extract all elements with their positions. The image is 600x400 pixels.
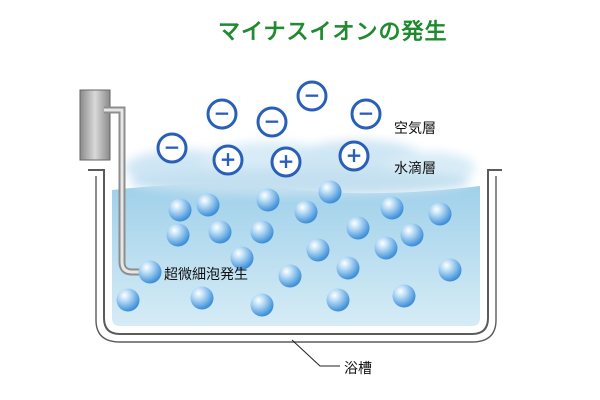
minus-ion: − (350, 98, 382, 130)
plus-ion-symbol: + (278, 149, 295, 173)
minus-ion-symbol: − (214, 101, 231, 125)
bubble (380, 196, 404, 220)
micro-bubble-label: 超微細泡発生 (164, 267, 248, 283)
bubble (346, 216, 370, 240)
water-drop-layer-label: 水滴層 (394, 161, 436, 177)
bubble (138, 260, 162, 284)
bathtub-label: 浴槽 (344, 361, 372, 377)
plus-ion: + (212, 144, 244, 176)
bubble (374, 236, 398, 260)
bubble (230, 246, 254, 270)
bubble (256, 188, 280, 212)
page-title: マイナスイオンの発生 (218, 20, 448, 45)
minus-ion: − (206, 98, 238, 130)
plus-ion-symbol: + (220, 147, 237, 171)
air-layer-label: 空気層 (394, 121, 436, 137)
minus-ion: − (256, 106, 288, 138)
plus-ion: + (270, 146, 302, 178)
bubble (208, 220, 232, 244)
bathtub-leader (291, 339, 340, 367)
minus-ion-symbol: − (304, 83, 321, 107)
ion-group: −−−−−+++ (156, 80, 382, 178)
bubble (196, 193, 220, 217)
minus-ion-symbol: − (264, 109, 281, 133)
bubble (166, 223, 190, 247)
bubble-group (116, 180, 462, 317)
bubble (400, 223, 424, 247)
bubble (168, 198, 192, 222)
bubble (326, 288, 350, 312)
bubble (306, 238, 330, 262)
plus-ion-symbol: + (346, 143, 363, 167)
plus-ion: + (338, 140, 370, 172)
bubble (116, 288, 140, 312)
minus-ion: − (156, 132, 188, 164)
bubble (250, 293, 274, 317)
bubble (438, 258, 462, 282)
device-box (79, 89, 111, 161)
bath-water (112, 184, 480, 326)
bathtub-outline (88, 169, 502, 335)
bubble (278, 264, 302, 288)
bubble (250, 220, 274, 244)
bubble (294, 200, 318, 224)
bubble (318, 180, 342, 204)
bubble (392, 284, 416, 308)
minus-ion: − (296, 80, 328, 112)
bubble (336, 256, 360, 280)
bubble (428, 202, 452, 226)
minus-ion-symbol: − (164, 135, 181, 159)
bubble (190, 286, 214, 310)
minus-ion-symbol: − (358, 101, 375, 125)
